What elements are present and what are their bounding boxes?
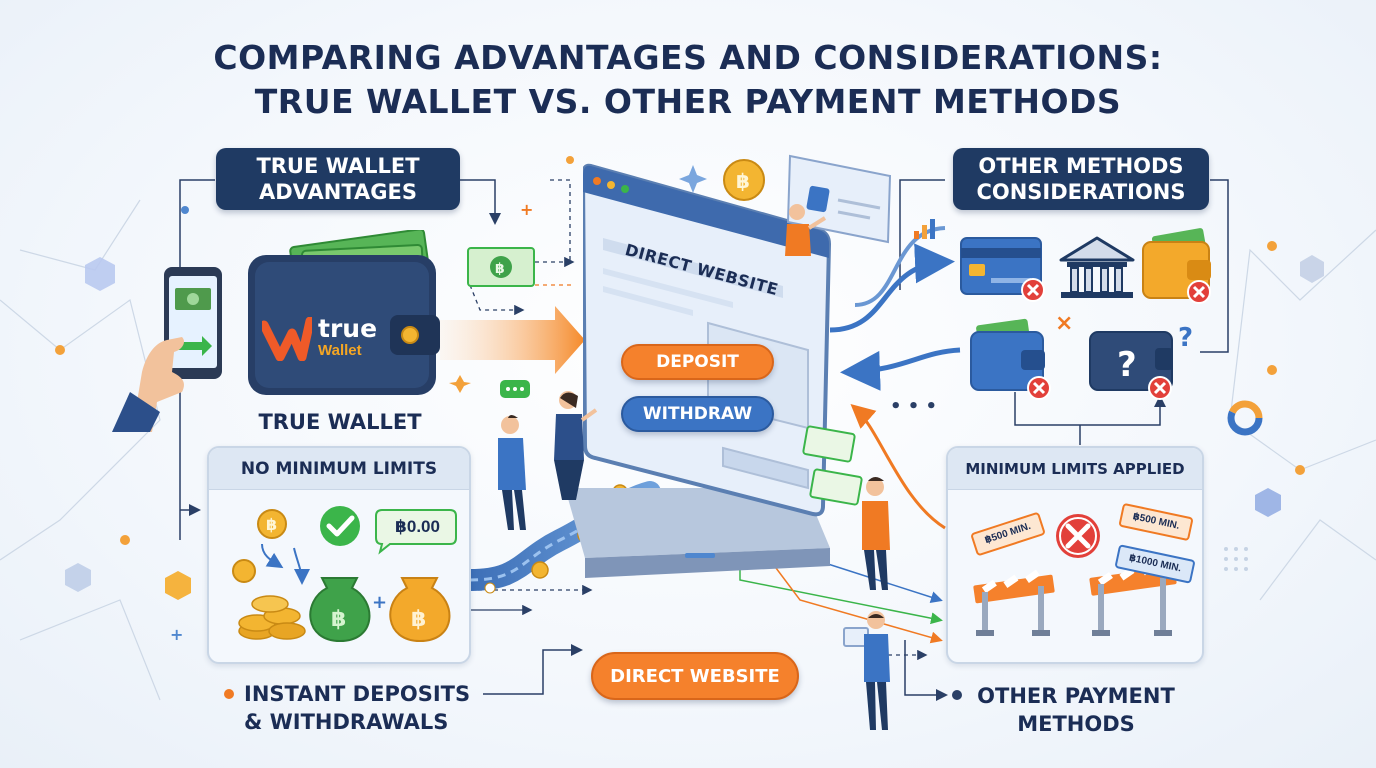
- green-money-bag-icon: ฿: [309, 577, 371, 643]
- minimum-applied-heading: MINIMUM LIMITS APPLIED: [948, 448, 1202, 490]
- orange-wallet-icon: [1142, 228, 1211, 304]
- withdraw-button[interactable]: WITHDRAW: [621, 396, 774, 432]
- unknown-method-icon: ? ?: [1089, 323, 1193, 400]
- svg-text:?: ?: [1178, 323, 1193, 353]
- person-right-illustration: [802, 425, 890, 590]
- instant-deposits-label: INSTANT DEPOSITS & WITHDRAWALS: [244, 680, 484, 736]
- person-top-illustration: [785, 204, 827, 256]
- title-line-2: TRUE WALLET VS. OTHER PAYMENT METHODS: [254, 82, 1122, 121]
- other-methods-considerations-box: OTHER METHODS CONSIDERATIONS: [953, 148, 1209, 210]
- svg-text:฿: ฿: [411, 607, 426, 632]
- svg-text:+: +: [372, 592, 387, 613]
- title-line-1: COMPARING ADVANTAGES AND CONSIDERATIONS:: [213, 38, 1163, 77]
- true-wallet-caption: TRUE WALLET: [258, 410, 422, 434]
- svg-text:+: +: [520, 200, 533, 219]
- person-bottom-illustration: [843, 611, 890, 730]
- considerations-line-2: CONSIDERATIONS: [976, 180, 1186, 204]
- dot-grid-decoration: [1224, 547, 1248, 571]
- red-x-icon: [1056, 514, 1100, 558]
- check-icon: [320, 506, 360, 546]
- other-payment-line-2: METHODS: [1017, 712, 1135, 736]
- page-title: COMPARING ADVANTAGES AND CONSIDERATIONS:…: [0, 36, 1376, 124]
- coin-stack-icon: [238, 595, 306, 640]
- phone-in-hand-illustration: [112, 267, 222, 432]
- svg-text:• • •: • • •: [890, 396, 937, 417]
- server-base-illustration: [565, 488, 830, 578]
- direct-website-pill[interactable]: DIRECT WEBSITE: [591, 652, 799, 700]
- donut-chart-icon: [1227, 400, 1263, 436]
- cash-bill-icon: ฿: [467, 247, 535, 287]
- true-wallet-logo: true Wallet: [318, 316, 398, 366]
- svg-text:฿: ฿: [266, 515, 277, 534]
- svg-text:+: +: [170, 625, 183, 644]
- svg-text:×: ×: [1055, 311, 1073, 336]
- instant-line-1: INSTANT DEPOSITS: [244, 682, 471, 706]
- deposit-button[interactable]: DEPOSIT: [621, 344, 774, 380]
- bank-icon: [1059, 236, 1135, 298]
- blue-wallet-icon: [970, 318, 1051, 400]
- zero-amount-badge: ฿0.00: [395, 517, 440, 536]
- true-wallet-logo-icon: [262, 317, 312, 361]
- true-wallet-advantages-box: TRUE WALLET ADVANTAGES: [216, 148, 460, 210]
- background-cubes: [65, 255, 1324, 600]
- background-network: [0, 199, 1376, 701]
- credit-card-icon: [960, 237, 1045, 302]
- logo-brand: true: [318, 314, 378, 343]
- background-nodes: [55, 156, 1305, 624]
- no-minimum-heading: NO MINIMUM LIMITS: [209, 448, 469, 490]
- svg-text:฿: ฿: [331, 607, 346, 632]
- other-payment-line-1: OTHER PAYMENT: [977, 684, 1175, 708]
- advantages-line-2: ADVANTAGES: [259, 180, 417, 204]
- other-methods-icons: ? ?: [960, 228, 1211, 400]
- svg-text:฿: ฿: [736, 169, 750, 193]
- logo-sub: Wallet: [318, 342, 362, 359]
- floating-coin-and-card: ฿: [723, 154, 892, 244]
- advantages-line-1: TRUE WALLET: [256, 154, 420, 178]
- people-illustration-left: [498, 380, 598, 530]
- considerations-line-1: OTHER METHODS: [978, 154, 1184, 178]
- coin-icon: ฿: [257, 509, 287, 539]
- orange-money-bag-icon: ฿: [389, 577, 451, 643]
- other-payment-methods-label: OTHER PAYMENT METHODS: [966, 682, 1186, 738]
- bullet-dot-icon-right: [952, 690, 962, 700]
- instant-line-2: & WITHDRAWALS: [244, 710, 449, 734]
- barrier-left-icon: [973, 569, 1055, 636]
- bullet-dot-icon: [224, 689, 234, 699]
- svg-text:฿: ฿: [495, 261, 505, 277]
- svg-text:?: ?: [1117, 345, 1137, 385]
- bar-chart-icon: [914, 219, 935, 239]
- no-minimum-illustration: ฿ ฿ + ฿: [232, 506, 457, 643]
